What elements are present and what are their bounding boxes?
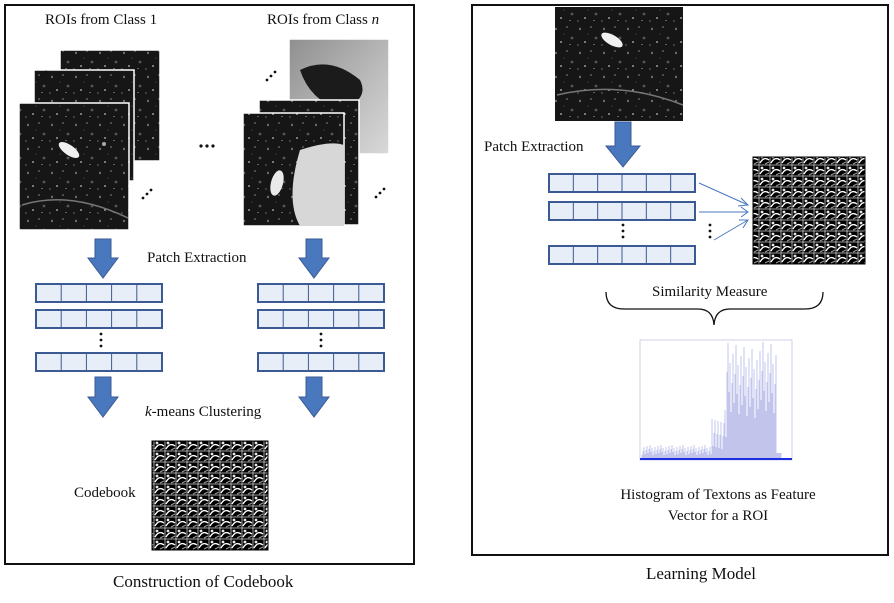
patch-strip [257, 309, 385, 329]
roi-class-1-label: ROIs from Class 1 [45, 12, 158, 28]
roi-image-right [555, 7, 684, 121]
patch-strip [35, 283, 163, 303]
stack-dots-class-n [265, 70, 386, 199]
texton-histogram [639, 339, 793, 461]
histogram-caption-line-1: Histogram of Textons as Feature [620, 487, 816, 503]
patch-strip [35, 309, 163, 329]
stack-dots-class-1 [36, 70, 153, 200]
roi-class-n-prefix: ROIs from Class [267, 12, 372, 28]
texton-grid-image [752, 156, 866, 265]
kmeans-k: k [145, 404, 152, 420]
roi-stack-class-n [242, 38, 390, 227]
between-classes-ellipsis [199, 144, 215, 148]
codebook-construction-caption: Construction of Codebook [113, 572, 294, 591]
patch-strip [257, 352, 385, 372]
down-arrow-right [604, 121, 642, 168]
strip-dots-left [99, 332, 323, 348]
histogram-caption: Histogram of Textons as Feature Vector f… [600, 485, 836, 527]
class-n-variable: n [371, 12, 380, 28]
patch-extraction-label-right: Patch Extraction [484, 139, 584, 155]
similarity-brace [605, 291, 824, 326]
down-arrows-left [87, 238, 330, 418]
patch-strip [257, 283, 385, 303]
patch-strips-left [35, 283, 385, 372]
kmeans-rest: -means Clustering [151, 404, 262, 420]
learning-model-caption: Learning Model [646, 564, 756, 583]
similarity-measure-label: Similarity Measure [652, 284, 768, 300]
patch-strips-right [548, 173, 696, 265]
codebook-image [151, 440, 269, 551]
strip-dots-right [621, 223, 712, 239]
patch-extraction-label-left: Patch Extraction [147, 250, 247, 266]
roi-stack-class-1 [18, 49, 161, 231]
codebook-label: Codebook [74, 485, 136, 501]
roi-class-n-label: ROIs from Class n [267, 13, 379, 28]
histogram-caption-line-2: Vector for a ROI [667, 508, 769, 524]
similarity-arrows [698, 182, 750, 241]
kmeans-clustering-label: k-means Clustering [145, 405, 261, 420]
patch-strip [35, 352, 163, 372]
